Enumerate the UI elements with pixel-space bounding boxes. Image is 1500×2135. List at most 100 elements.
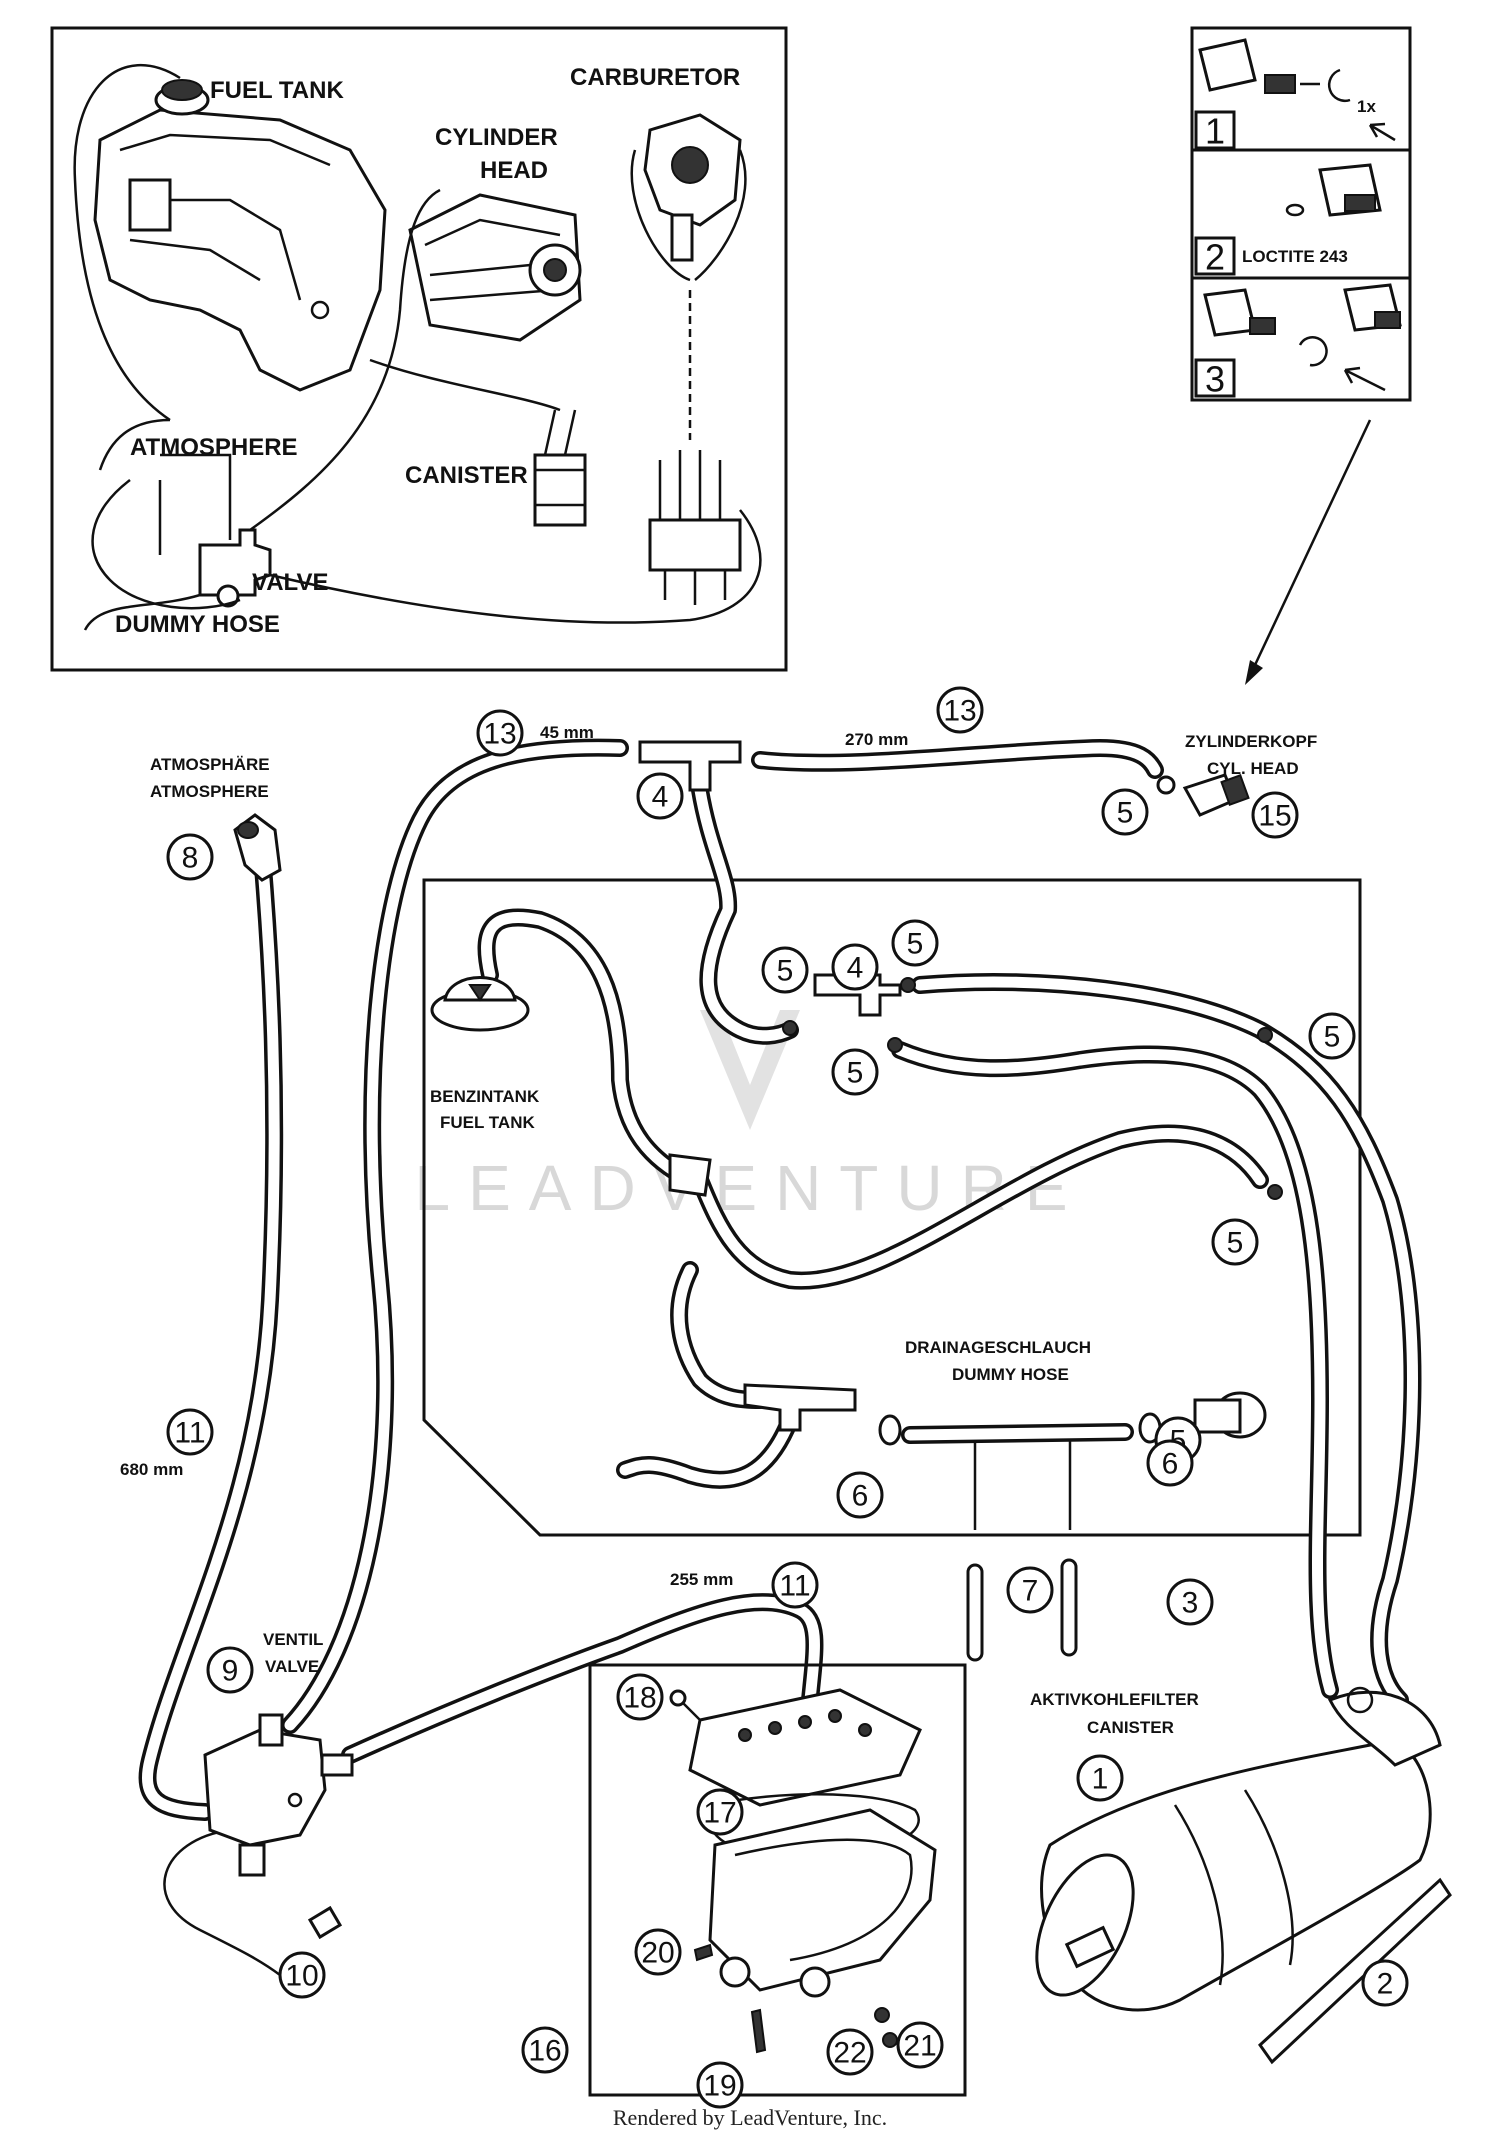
callout-4: 4	[636, 772, 684, 820]
callout-11: 11	[166, 1408, 214, 1456]
callout-5: 5	[831, 1048, 879, 1096]
inset-label-canister: CANISTER	[405, 462, 528, 489]
callout-circle	[1146, 1439, 1194, 1487]
label-canister-de: AKTIVKOHLEFILTER	[1030, 1690, 1199, 1709]
callout-circle	[831, 1048, 879, 1096]
inset-label-valve: VALVE	[252, 569, 328, 596]
callout-5: 5	[891, 919, 939, 967]
callout-circle	[616, 1673, 664, 1721]
callout-13: 13	[476, 709, 524, 757]
inset-label-atmosphere: ATMOSPHERE	[130, 434, 298, 461]
inset-label-fuel-tank: FUEL TANK	[210, 77, 344, 104]
step-2-number: 2	[1205, 237, 1225, 278]
callout-6: 6	[1146, 1439, 1194, 1487]
callout-circle	[1076, 1754, 1124, 1802]
callout-number: 2	[1377, 1968, 1394, 2001]
callout-15: 15	[1251, 791, 1299, 839]
callout-number: 4	[652, 781, 669, 814]
label-atmosphere-de: ATMOSPHÄRE	[150, 755, 270, 774]
callout-number: 16	[528, 2035, 561, 2068]
valve-9	[203, 1713, 354, 1940]
callout-circle	[278, 1951, 326, 1999]
callout-circle	[636, 772, 684, 820]
callout-number: 11	[779, 1570, 810, 1603]
callout-number: 9	[222, 1655, 239, 1688]
inset-label-dummy-hose: DUMMY HOSE	[115, 611, 280, 638]
callout-circle	[1308, 1012, 1356, 1060]
inset-label-cylinder: CYLINDER	[435, 124, 558, 151]
overview-inset: FUEL TANK CARBURETOR CYLINDER HEAD ATMOS…	[50, 26, 788, 672]
callout-number: 3	[1182, 1587, 1199, 1620]
callout-13: 13	[936, 686, 984, 734]
callout-number: 19	[703, 2070, 736, 2103]
callout-number: 5	[847, 1057, 864, 1090]
callout-10: 10	[278, 1951, 326, 1999]
callout-number: 6	[1162, 1448, 1179, 1481]
measure-45mm: 45 mm	[540, 723, 594, 742]
callout-1: 1	[1076, 1754, 1124, 1802]
callout-16: 16	[521, 2026, 569, 2074]
callout-circle	[1361, 1959, 1409, 2007]
callout-circle	[206, 1646, 254, 1694]
callout-number: 5	[1117, 797, 1134, 830]
step-1-number: 1	[1205, 111, 1225, 152]
callout-number: 5	[907, 928, 924, 961]
callout-circle	[1166, 1578, 1214, 1626]
measure-255mm: 255 mm	[670, 1570, 733, 1589]
fuel-tank-cap	[430, 976, 530, 1032]
inset-valve	[198, 528, 272, 608]
fittings	[233, 740, 1283, 1662]
bracket-2	[1258, 1877, 1452, 2065]
callout-number: 5	[777, 955, 794, 988]
callout-number: 5	[1324, 1021, 1341, 1054]
callout-number: 6	[852, 1480, 869, 1513]
callout-circle	[771, 1561, 819, 1609]
canister-1	[1035, 1686, 1442, 2012]
measure-680mm: 680 mm	[120, 1460, 183, 1479]
callout-circle	[1006, 1566, 1054, 1614]
inset-canister	[533, 409, 587, 527]
callout-circle	[936, 686, 984, 734]
callout-number: 20	[641, 1937, 674, 1970]
callout-number: 8	[182, 842, 199, 875]
callout-number: 11	[174, 1417, 205, 1450]
install-steps-panel: 1 1x 2 LOCTITE 243 3	[1190, 26, 1412, 402]
callout-number: 15	[1258, 800, 1291, 833]
callout-number: 22	[833, 2037, 866, 2070]
label-cyl-head-en: CYL. HEAD	[1207, 759, 1299, 778]
panel-pointer-arrow	[1245, 419, 1372, 685]
callout-number: 21	[903, 2030, 936, 2063]
hoses	[138, 738, 1422, 1977]
callout-19: 19	[696, 2061, 744, 2109]
label-valve-en: VALVE	[265, 1657, 319, 1676]
callout-circle	[696, 2061, 744, 2109]
callout-number: 13	[943, 695, 976, 728]
label-dummy-hose-en: DUMMY HOSE	[952, 1365, 1069, 1384]
callout-circle	[634, 1928, 682, 1976]
callout-8: 8	[166, 833, 214, 881]
callout-number: 4	[847, 952, 864, 985]
callout-6: 6	[836, 1471, 884, 1519]
label-dummy-hose-de: DRAINAGESCHLAUCH	[905, 1338, 1091, 1357]
callout-5: 5	[1101, 788, 1149, 836]
step-1-note: 1x	[1357, 97, 1376, 116]
inset-label-carburetor: CARBURETOR	[570, 64, 740, 91]
callout-4: 4	[831, 943, 879, 991]
callout-circle	[896, 2021, 944, 2069]
callout-3: 3	[1166, 1578, 1214, 1626]
label-atmosphere-en: ATMOSPHERE	[150, 782, 269, 801]
callout-20: 20	[634, 1928, 682, 1976]
callout-21: 21	[896, 2021, 944, 2069]
callout-circle	[831, 943, 879, 991]
callout-number: 10	[285, 1960, 318, 1993]
callout-circle	[761, 946, 809, 994]
callout-number: 18	[623, 1682, 656, 1715]
callout-circle	[166, 1408, 214, 1456]
callout-circle	[1101, 788, 1149, 836]
label-canister-en: CANISTER	[1087, 1718, 1174, 1737]
callout-5: 5	[1308, 1012, 1356, 1060]
callout-circle	[166, 833, 214, 881]
callout-number: 7	[1022, 1575, 1039, 1608]
callout-number: 5	[1227, 1227, 1244, 1260]
